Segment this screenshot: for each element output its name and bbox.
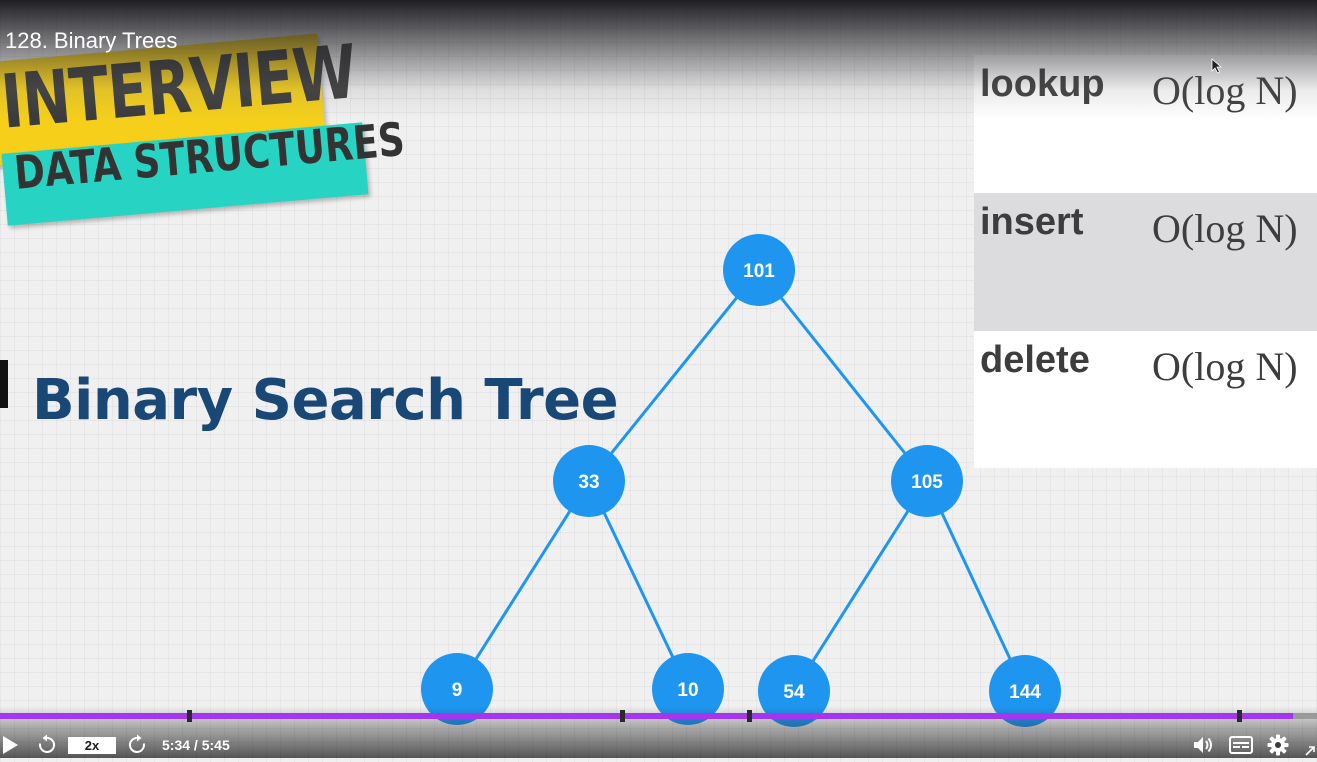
complexity-value: O(log N) bbox=[1152, 344, 1298, 389]
tree-node-label: 9 bbox=[452, 680, 463, 701]
tree-edge bbox=[587, 480, 690, 690]
time-display: 5:34 / 5:45 bbox=[162, 737, 230, 753]
slide-left-bar bbox=[0, 360, 8, 408]
expand-button[interactable] bbox=[1304, 744, 1316, 762]
complexity-operation: insert bbox=[980, 201, 1084, 243]
play-button[interactable] bbox=[2, 735, 20, 760]
tree-node-label: 54 bbox=[783, 682, 805, 703]
complexity-row-lookup: lookup O(log N) bbox=[974, 55, 1317, 193]
duration: 5:45 bbox=[201, 737, 230, 753]
forward-5-icon bbox=[128, 734, 145, 753]
complexity-row-delete: delete O(log N) bbox=[974, 331, 1317, 468]
expand-icon bbox=[1305, 746, 1315, 756]
lecture-title: 128. Binary Trees bbox=[5, 28, 178, 53]
complexity-value: O(log N) bbox=[1152, 206, 1298, 251]
complexity-table: lookup O(log N) insert O(log N) delete O… bbox=[974, 55, 1317, 468]
complexity-operation: lookup bbox=[980, 63, 1105, 105]
captions-button[interactable] bbox=[1229, 736, 1253, 759]
play-icon bbox=[3, 736, 18, 754]
rewind-5-icon bbox=[39, 734, 56, 753]
gear-icon bbox=[1267, 734, 1289, 756]
tree-node-label: 101 bbox=[743, 261, 775, 282]
current-time: 5:34 bbox=[162, 737, 191, 753]
progress-marker bbox=[747, 710, 752, 722]
tree-node-label: 10 bbox=[677, 680, 698, 701]
progress-marker bbox=[620, 710, 625, 722]
volume-button[interactable] bbox=[1192, 735, 1214, 760]
slide-heading: Binary Search Tree bbox=[32, 368, 619, 433]
tree-edge bbox=[587, 269, 761, 482]
mouse-cursor-icon bbox=[1211, 58, 1223, 74]
rewind-button[interactable] bbox=[36, 734, 58, 761]
tree-edge bbox=[925, 480, 1027, 692]
volume-icon bbox=[1194, 737, 1212, 753]
progress-bar-fill bbox=[0, 713, 1294, 719]
time-separator: / bbox=[190, 737, 202, 753]
tree-edge bbox=[455, 480, 591, 690]
tree-node-label: 144 bbox=[1009, 682, 1041, 703]
forward-button[interactable] bbox=[126, 734, 148, 761]
tree-node bbox=[891, 445, 963, 517]
tree-node-root bbox=[723, 234, 795, 306]
tree-edge bbox=[792, 480, 929, 692]
progress-marker bbox=[1237, 710, 1242, 722]
tree-node-label: 33 bbox=[578, 472, 599, 493]
captions-icon bbox=[1229, 736, 1253, 754]
tree-edge bbox=[757, 269, 929, 482]
playback-speed-button[interactable]: 2x bbox=[68, 737, 116, 754]
progress-marker bbox=[187, 710, 192, 722]
settings-button[interactable] bbox=[1267, 734, 1289, 761]
complexity-row-insert: insert O(log N) bbox=[974, 193, 1317, 331]
complexity-operation: delete bbox=[980, 339, 1090, 381]
complexity-value: O(log N) bbox=[1152, 68, 1298, 113]
tree-node-label: 105 bbox=[911, 472, 943, 493]
tree-node bbox=[553, 445, 625, 517]
